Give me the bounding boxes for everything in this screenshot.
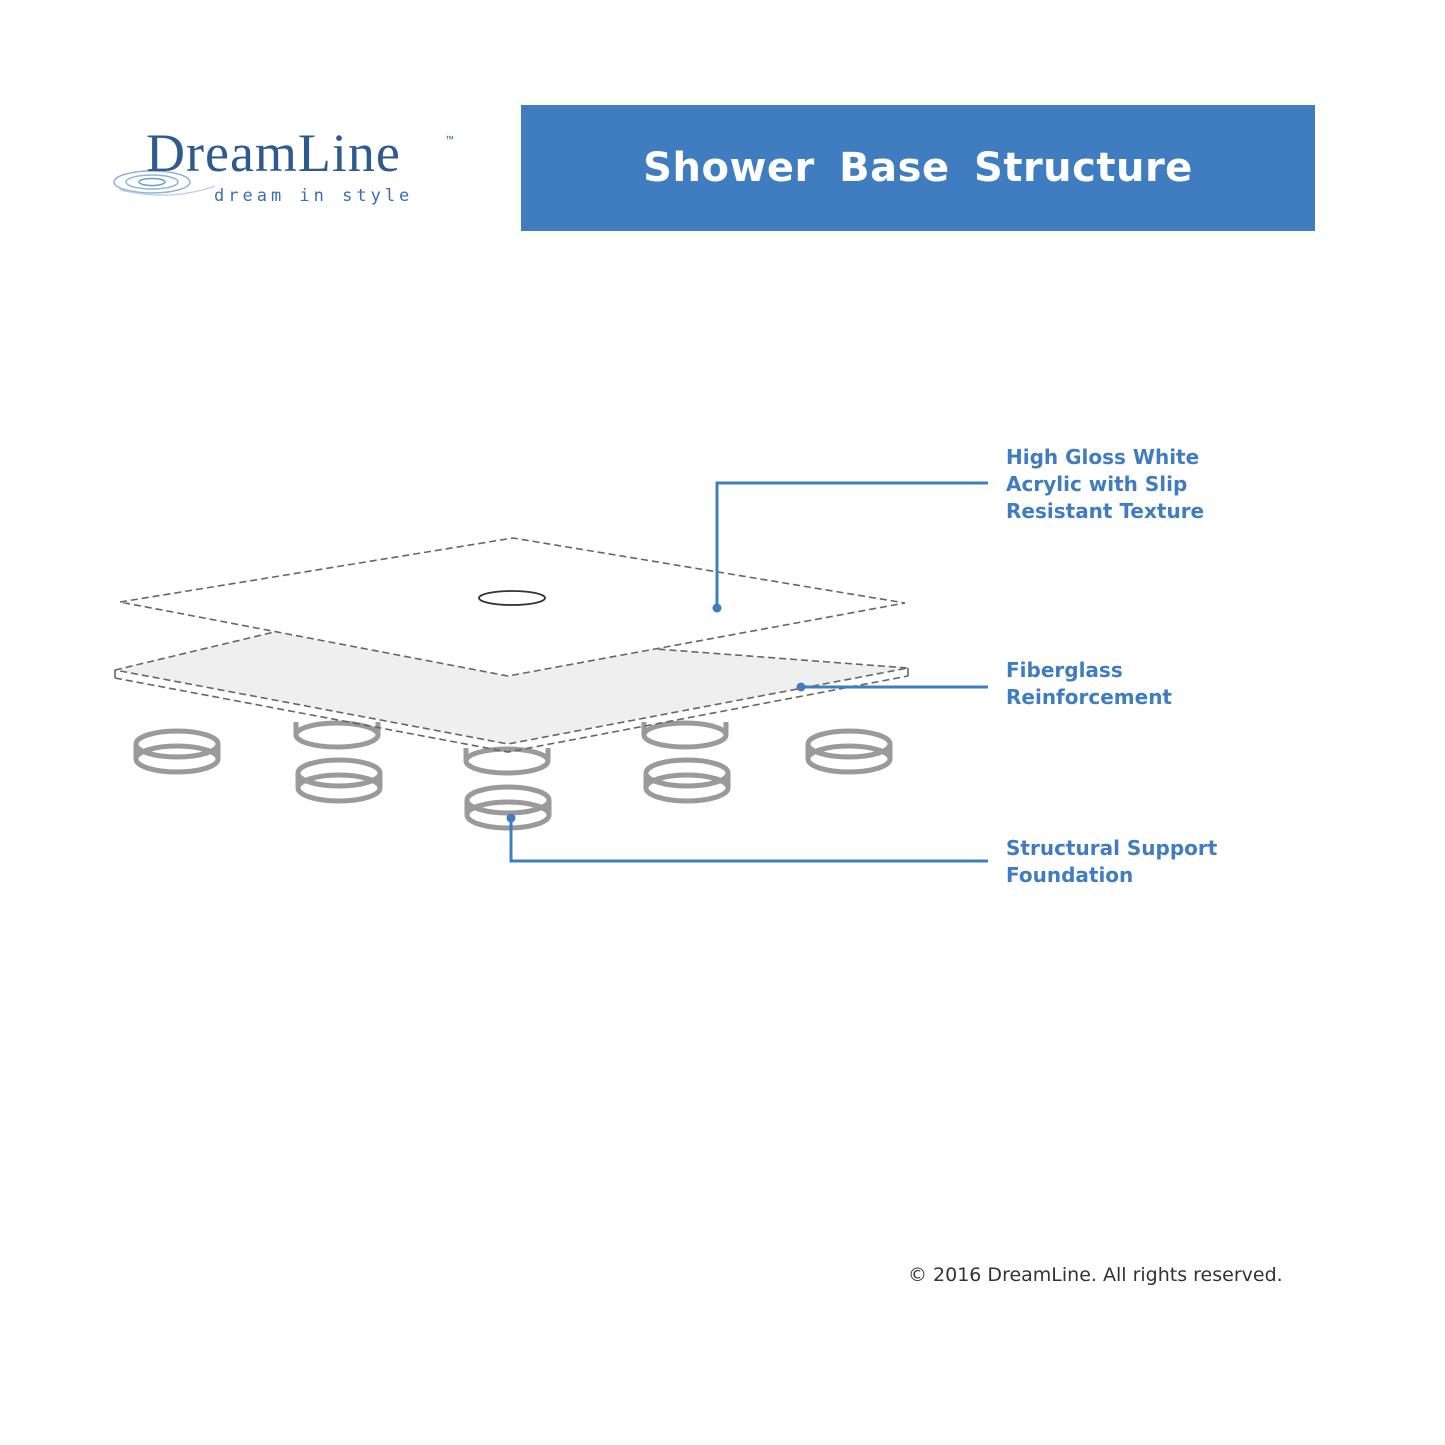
support-ring-icon	[133, 728, 221, 775]
support-rings	[133, 720, 893, 831]
support-ring-icon	[464, 784, 552, 831]
support-ring-icon	[295, 757, 383, 804]
water-ripple-icon	[113, 170, 216, 196]
drain-hole	[478, 590, 546, 606]
acrylic-layer	[119, 537, 906, 677]
support-ring-icon	[463, 746, 551, 776]
support-ring-icon	[805, 728, 893, 775]
support-ring-icon	[293, 720, 381, 750]
page-title: Shower Base Structure	[643, 145, 1193, 191]
callout-support-label: Structural Support Foundation	[1006, 836, 1218, 887]
support-ring-icon	[643, 757, 731, 804]
copyright-notice: © 2016 DreamLine. All rights reserved.	[908, 1264, 1283, 1286]
acrylic-leader-dot	[712, 603, 722, 613]
callout-fiberglass-label: Fiberglass Reinforcement	[1006, 658, 1172, 709]
logo-trademark: ™	[445, 134, 454, 144]
logo-tagline: dream in style	[214, 186, 414, 206]
support-leader-dot	[506, 813, 516, 823]
fiberglass-leader-dot	[796, 682, 806, 692]
fiberglass-layer	[114, 622, 909, 753]
callout-leaders	[506, 481, 988, 863]
support-leader-line	[509, 818, 988, 863]
title-banner: Shower Base Structure	[521, 105, 1315, 231]
logo-wordmark: DreamLine	[146, 123, 401, 183]
callout-acrylic-label: High Gloss White Acrylic with Slip Resis…	[1006, 445, 1205, 523]
acrylic-leader-line	[715, 481, 988, 608]
support-ring-icon	[641, 720, 729, 750]
dreamline-logo: DreamLine ™ dream in style	[110, 120, 470, 220]
